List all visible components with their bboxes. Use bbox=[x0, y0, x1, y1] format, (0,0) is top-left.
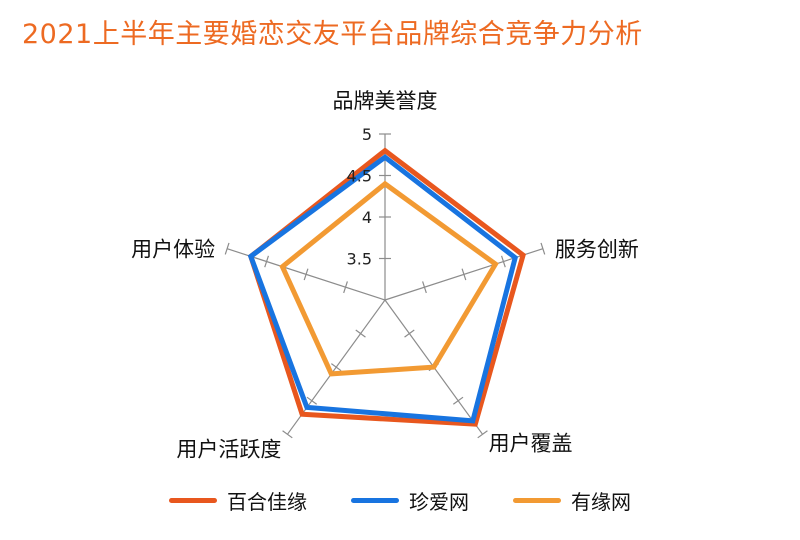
tick-label: 4.5 bbox=[347, 167, 372, 186]
radar-tick-mark bbox=[355, 329, 366, 338]
radar-tick-mark bbox=[224, 242, 230, 255]
axis-label: 服务创新 bbox=[555, 238, 639, 262]
chart-title: 2021上半年主要婚恋交友平台品牌综合竞争力分析 bbox=[22, 19, 643, 50]
series-珍爱网-polygon bbox=[247, 154, 519, 424]
legend-label: 百合佳缘 bbox=[227, 489, 307, 514]
radar-tick-mark bbox=[452, 396, 464, 405]
radar-tick-mark bbox=[264, 255, 270, 268]
legend-label: 有缘网 bbox=[571, 489, 631, 514]
axis-label: 用户覆盖 bbox=[489, 431, 573, 455]
radar-tick-mark bbox=[343, 281, 348, 294]
legend-item: 有缘网 bbox=[513, 486, 631, 515]
radar-tick-labels: 3.5 4 4.5 5 bbox=[347, 125, 372, 269]
tick-label: 3.5 bbox=[347, 250, 372, 269]
radar-tick-mark bbox=[331, 363, 342, 372]
radar-tick-mark bbox=[404, 329, 415, 338]
legend-item: 百合佳缘 bbox=[169, 486, 307, 515]
radar-axes bbox=[224, 133, 546, 439]
radar-tick-mark bbox=[422, 281, 427, 294]
radar-tick-mark bbox=[477, 430, 488, 439]
legend-swatch bbox=[169, 497, 217, 503]
legend-label: 珍爱网 bbox=[409, 489, 469, 514]
radar-tick-mark bbox=[303, 268, 309, 281]
legend-swatch bbox=[351, 497, 399, 503]
axis-label: 用户活跃度 bbox=[176, 437, 281, 461]
radar-tick-mark bbox=[306, 396, 318, 405]
axis-label: 用户体验 bbox=[131, 238, 215, 262]
radar-series bbox=[247, 147, 526, 427]
tick-label: 5 bbox=[362, 125, 372, 144]
series-有缘网-polygon bbox=[279, 180, 499, 377]
legend: 百合佳缘 珍爱网 有缘网 bbox=[0, 484, 800, 516]
radar-tick-mark bbox=[282, 430, 293, 439]
radar-tick-mark bbox=[500, 255, 506, 268]
radar-tick-mark bbox=[540, 242, 546, 255]
axis-label: 品牌美誉度 bbox=[333, 89, 438, 113]
legend-swatch bbox=[513, 497, 561, 503]
tick-label: 4 bbox=[362, 208, 372, 227]
legend-item: 珍爱网 bbox=[351, 486, 469, 515]
radar-tick-mark bbox=[461, 268, 467, 281]
